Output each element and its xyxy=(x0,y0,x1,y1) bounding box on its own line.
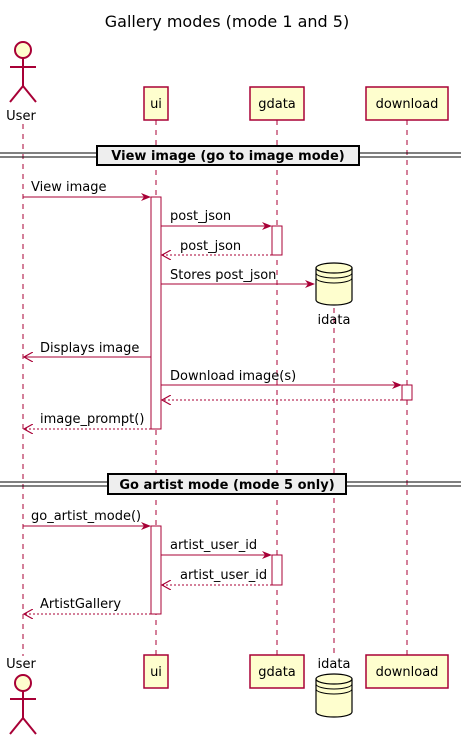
ret-image-prompt: image_prompt() xyxy=(40,412,144,427)
user-actor-bottom: User xyxy=(6,657,37,735)
gdata-activation-1 xyxy=(271,225,283,256)
download-participant-bottom: download xyxy=(365,654,449,689)
ui-label-top: ui xyxy=(150,97,162,112)
ui-participant-top: ui xyxy=(143,86,169,121)
download-label-bottom: download xyxy=(376,665,439,680)
download-label-top: download xyxy=(376,97,439,112)
diagram-title: Gallery modes (mode 1 and 5) xyxy=(105,12,349,31)
user-actor-icon xyxy=(14,41,32,59)
gdata-label-top: gdata xyxy=(258,97,296,112)
msg-displays-image: Displays image xyxy=(40,341,139,356)
msg-download-image: Download image(s) xyxy=(170,369,296,384)
msg-go-artist-mode: go_artist_mode() xyxy=(31,509,141,524)
user-label-top: User xyxy=(6,109,36,124)
msg-view-image: View image xyxy=(31,180,106,195)
idata-label-bottom: idata xyxy=(318,657,351,672)
section-artist-mode: Go artist mode (mode 5 only) xyxy=(0,473,461,495)
idata-database-bottom: idata xyxy=(315,657,353,718)
ret-artist-gallery: ArtistGallery xyxy=(40,597,121,612)
gdata-activation-2 xyxy=(271,554,283,586)
download-activation-1 xyxy=(401,384,413,401)
idata-database-top: idata xyxy=(315,262,353,328)
msg-artist-user-id: artist_user_id xyxy=(170,538,257,553)
gdata-label-bottom: gdata xyxy=(258,665,296,680)
ui-participant-bottom: ui xyxy=(143,654,169,689)
msg-post-json: post_json xyxy=(170,209,231,224)
msg-stores-post-json: Stores post_json xyxy=(170,268,276,283)
gdata-participant-top: gdata xyxy=(249,86,305,121)
ret-post-json: post_json xyxy=(180,239,241,254)
section-view-image: View image (go to image mode) xyxy=(0,145,461,166)
download-participant-top: download xyxy=(365,86,449,121)
ui-activation-2 xyxy=(150,525,162,615)
section-title-artist-mode: Go artist mode (mode 5 only) xyxy=(119,478,334,493)
ret-artist-user-id: artist_user_id xyxy=(180,568,267,583)
gdata-participant-bottom: gdata xyxy=(249,654,305,689)
ui-label-bottom: ui xyxy=(150,665,162,680)
idata-label-top: idata xyxy=(318,313,351,328)
ui-activation-1 xyxy=(150,196,162,430)
user-label-bottom: User xyxy=(6,657,36,672)
user-actor-icon-bottom xyxy=(14,674,32,692)
section-title-view-image: View image (go to image mode) xyxy=(111,149,344,164)
user-actor-top: User xyxy=(6,41,37,124)
